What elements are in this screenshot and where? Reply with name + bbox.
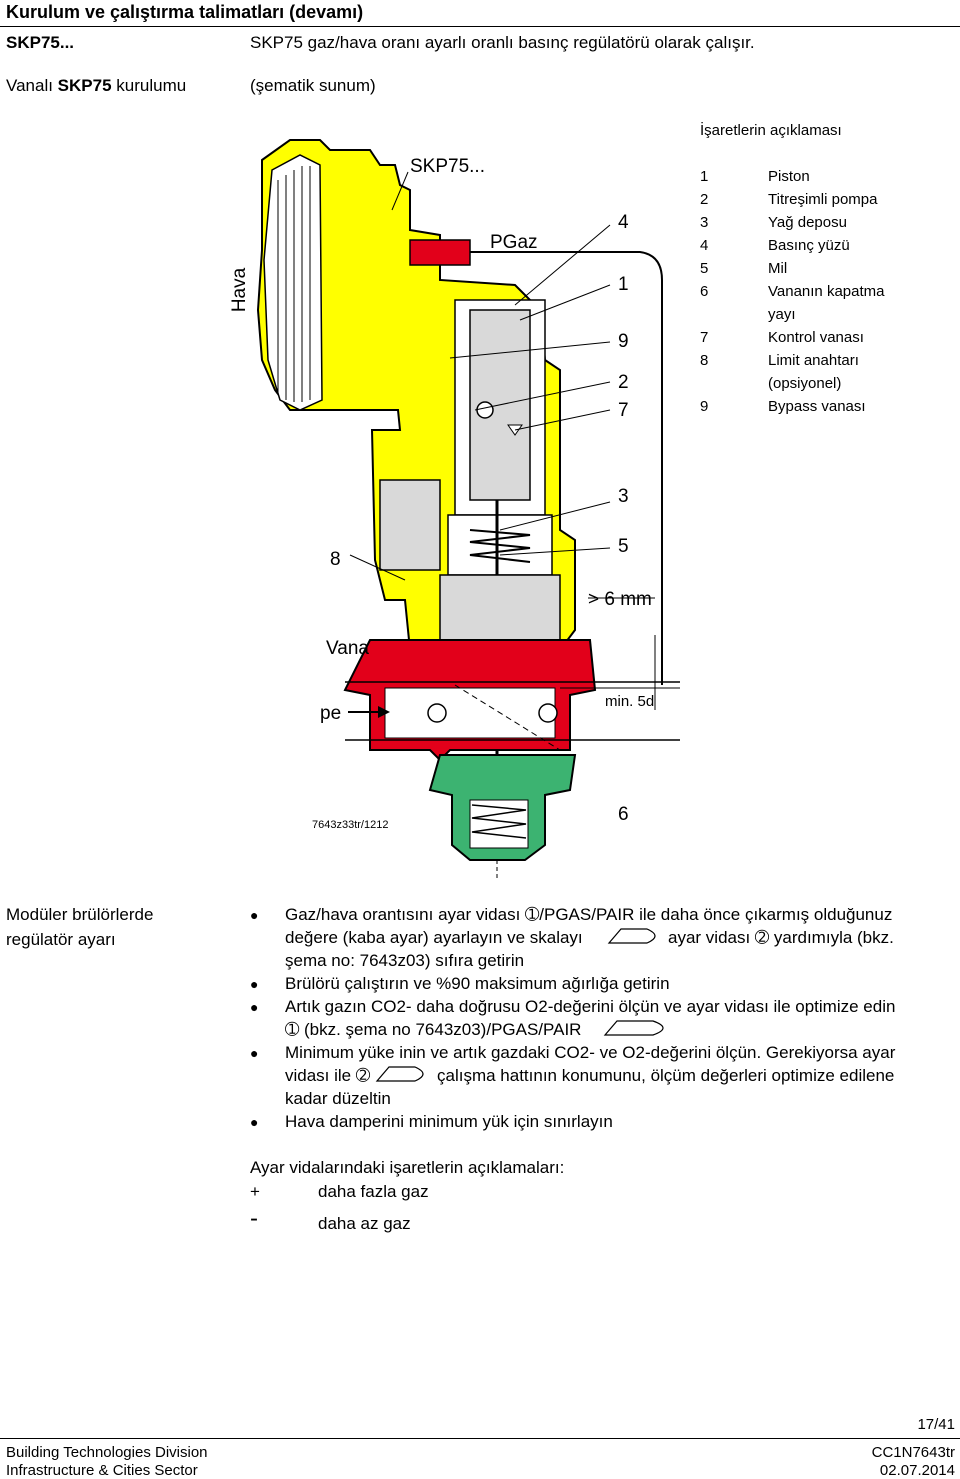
step-line-5: Brülörü çalıştırın ve %90 maksimum ağırl…	[285, 974, 670, 993]
label-vana: Vana	[326, 638, 369, 659]
legend-item-number: 4	[700, 237, 709, 254]
header-rule	[0, 26, 960, 27]
label-9: 9	[618, 331, 629, 352]
footer-division: Building Technologies Division	[6, 1444, 208, 1461]
label-5: 5	[618, 536, 629, 557]
step-line-2: değere (kaba ayar) ayarlayın ve skalayı	[285, 928, 583, 947]
legend-item-text: Kontrol vanası	[768, 329, 864, 346]
bullet-2: ●	[250, 976, 259, 992]
legend-item-number: 9	[700, 398, 709, 415]
step-line-7: ➀ (bkz. şema no 7643z03)/PGAS/PAIR	[285, 1020, 582, 1039]
label-7: 7	[618, 400, 629, 421]
bullet-3: ●	[250, 999, 259, 1015]
diaphragm-hood	[263, 154, 323, 411]
legend-item-number: 8	[700, 352, 709, 369]
page-title: Kurulum ve çalıştırma talimatları (devam…	[6, 2, 364, 22]
pgaz-fitting	[409, 239, 471, 266]
legend-item-number: 2	[700, 191, 709, 208]
model-label: SKP75...	[6, 33, 75, 52]
intro-text: SKP75 gaz/hava oranı ayarlı oranlı basın…	[250, 33, 755, 52]
legend-item-number: 7	[700, 329, 709, 346]
scale-icon	[603, 1020, 664, 1036]
diagram-code: 7643z33tr/1212	[312, 819, 388, 831]
section-prefix: Vanalı	[6, 76, 58, 95]
minus-symbol: -	[250, 1205, 258, 1232]
scale-icon	[375, 1066, 424, 1082]
section-label: Vanalı SKP75 kurulumu	[6, 76, 186, 96]
legend-item-number: 6	[700, 283, 709, 300]
label-pgaz: PGaz	[490, 232, 538, 253]
step-line-11: kadar düzeltin	[285, 1089, 391, 1108]
scale-icon	[607, 928, 656, 944]
legend-item-number: 1	[700, 168, 709, 185]
step-line-10: çalışma hattının konumunu, ölçüm değerle…	[437, 1066, 895, 1085]
legend-item-text: Bypass vanası	[768, 398, 866, 415]
label-6: 6	[618, 804, 629, 825]
section-suffix: kurulumu	[111, 76, 187, 95]
plus-symbol: +	[250, 1182, 260, 1201]
footer-doc-id: CC1N7643tr	[871, 1444, 955, 1461]
label-min5d: min. 5d	[605, 693, 654, 710]
label-mm: > 6 mm	[588, 589, 652, 610]
label-4: 4	[618, 212, 629, 233]
step-line-1: Gaz/hava orantısını ayar vidası ➀/PGAS/P…	[285, 905, 893, 924]
limit-switch	[379, 479, 441, 571]
legend-item-number: 5	[700, 260, 709, 277]
page-number: 17/41	[917, 1416, 955, 1433]
step-line-3: ayar vidası ➁ yardımıyla (bkz.	[668, 928, 894, 947]
legend-item-text: Piston	[768, 168, 810, 185]
footer-sector: Infrastructure & Cities Sector	[6, 1462, 198, 1479]
label-pe: pe	[320, 703, 341, 724]
bullet-5: ●	[250, 1114, 259, 1130]
legend-item-text: Vananın kapatma	[768, 283, 885, 300]
label-skp: SKP75...	[410, 156, 485, 177]
legend-item-text: Mil	[768, 260, 788, 277]
label-3: 3	[618, 486, 629, 507]
step-line-4: şema no: 7643z03) sıfıra getirin	[285, 951, 525, 970]
settings-label-1: Modüler brülörlerde	[6, 905, 154, 924]
label-1: 1	[618, 274, 629, 295]
pgaz-tube	[470, 251, 663, 685]
footer-date: 02.07.2014	[879, 1462, 955, 1479]
bullet-4: ●	[250, 1045, 259, 1061]
legend-item-text: Basınç yüzü	[768, 237, 850, 254]
minus-text: daha az gaz	[318, 1214, 411, 1233]
footer-rule	[0, 1438, 960, 1439]
settings-label-2: regülatör ayarı	[6, 930, 116, 949]
step-line-8: Minimum yüke inin ve artık gazdaki CO2- …	[285, 1043, 896, 1062]
plus-text: daha fazla gaz	[318, 1182, 429, 1201]
label-8: 8	[330, 549, 341, 570]
regulator-diagram: SKP75... Hava PGaz 4 1 9 2 7 3 5 8 > 6 m…	[229, 139, 680, 880]
legend-item-text: yayı	[768, 306, 796, 323]
schematic-note: (şematik sunum)	[250, 76, 376, 95]
bullet-1: ●	[250, 907, 259, 923]
legend-item-text: Titreşimli pompa	[768, 191, 878, 208]
legend-item-text: Yağ deposu	[768, 214, 847, 231]
label-hava: Hava	[229, 267, 250, 312]
legend-item-text: Limit anahtarı	[768, 352, 859, 369]
legend-title: İşaretlerin açıklaması	[700, 122, 842, 139]
section-model: SKP75	[57, 76, 112, 95]
step-line-12: Hava damperini minimum yük için sınırlay…	[285, 1112, 613, 1131]
legend-item-number: 3	[700, 214, 709, 231]
step-line-6: Artık gazın CO2- daha doğrusu O2-değerin…	[285, 997, 896, 1016]
legend-item-text: (opsiyonel)	[768, 375, 842, 392]
step-line-9: vidası ile ➁	[285, 1066, 371, 1085]
label-2: 2	[618, 372, 629, 393]
marks-title: Ayar vidalarındaki işaretlerin açıklamal…	[250, 1158, 565, 1177]
